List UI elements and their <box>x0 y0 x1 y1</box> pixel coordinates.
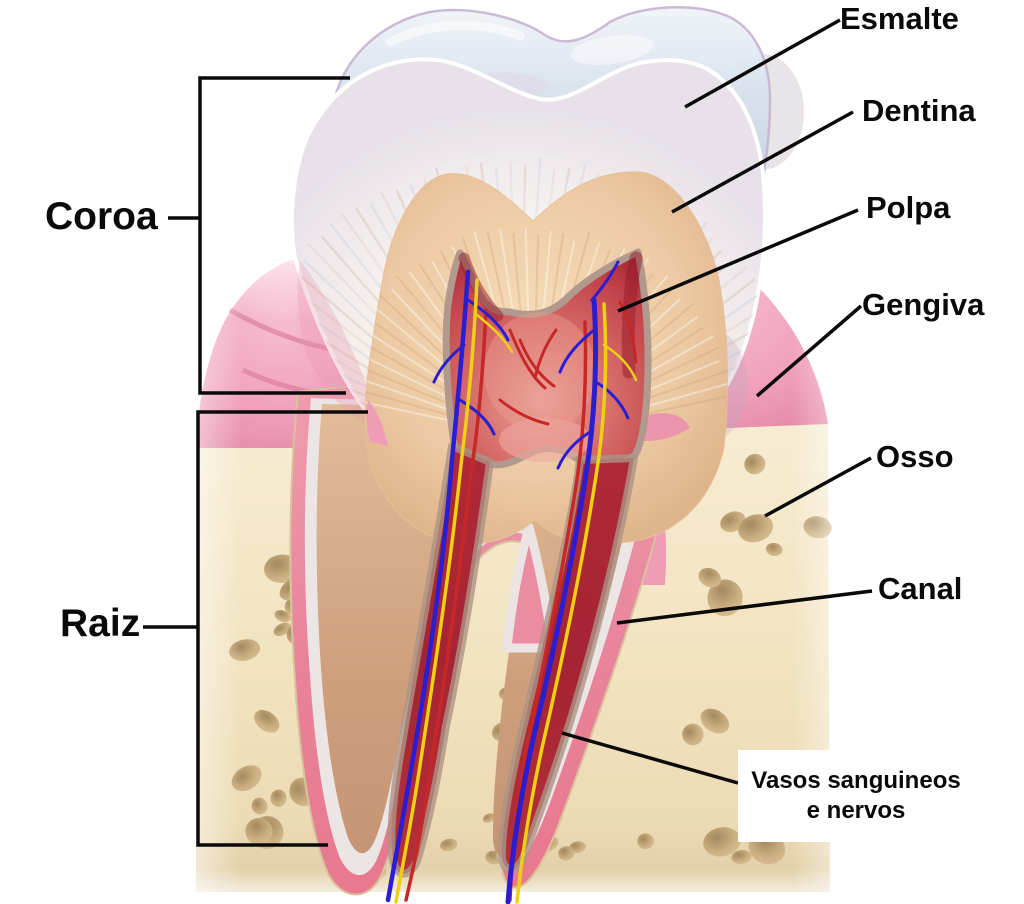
leader-gengiva <box>755 304 863 398</box>
label-esmalte: Esmalte <box>840 1 959 36</box>
annotation-lines <box>143 18 873 847</box>
label-raiz: Raiz <box>60 602 141 645</box>
pulp-horn-shade <box>621 251 643 379</box>
bone-spot <box>731 849 752 864</box>
leader-vasos <box>561 731 739 785</box>
label-vasos-line1: Vasos sanguineos <box>751 767 961 794</box>
label-canal: Canal <box>878 571 963 606</box>
leader-esmalte <box>684 18 841 109</box>
label-gengiva: Gengiva <box>862 287 985 322</box>
bone-spot <box>698 567 722 588</box>
bone-spot <box>245 817 273 845</box>
bone-spot <box>568 841 586 854</box>
bone-spot <box>703 827 741 857</box>
raiz-bracket <box>196 410 368 847</box>
bone-spot <box>273 622 291 637</box>
canal-left <box>387 442 494 878</box>
bone-spot <box>270 789 287 807</box>
label-polpa: Polpa <box>866 190 951 225</box>
bone-spot <box>251 797 268 815</box>
gum-showthrough-left <box>297 260 380 430</box>
veins <box>385 260 630 904</box>
pulp-horn-shade <box>458 252 504 322</box>
bone-spot <box>274 610 291 623</box>
label-dentina: Dentina <box>862 93 976 128</box>
nerves <box>394 278 638 904</box>
bone-spot <box>738 514 774 543</box>
bone-spot <box>682 723 704 746</box>
left-edge-fade <box>150 232 242 904</box>
coroa-bracket <box>198 76 350 395</box>
bone-spot <box>254 709 280 733</box>
vessels-and-nerves <box>385 260 638 904</box>
cap-highlight <box>385 20 525 47</box>
striation-line <box>365 392 472 427</box>
label-vasos-box: Vasos sanguineos e nervos <box>738 750 974 842</box>
bone-spot <box>482 813 496 823</box>
bone-spot <box>637 833 654 850</box>
leader-polpa <box>617 208 859 313</box>
leader-dentina <box>671 110 854 214</box>
cap-highlight <box>570 34 654 66</box>
leader-osso <box>764 456 872 518</box>
furcation-ligament-cap <box>502 522 558 653</box>
bone-spot <box>700 708 730 734</box>
bone-spot <box>744 453 766 475</box>
label-coroa: Coroa <box>45 195 158 238</box>
bone-spot <box>440 838 458 852</box>
root-canals <box>387 442 638 878</box>
gum-margin-left <box>366 400 388 446</box>
label-osso: Osso <box>876 439 954 474</box>
leader-canal <box>616 589 873 625</box>
label-vasos-line2: e nervos <box>806 797 906 824</box>
bone-spot <box>765 542 783 557</box>
